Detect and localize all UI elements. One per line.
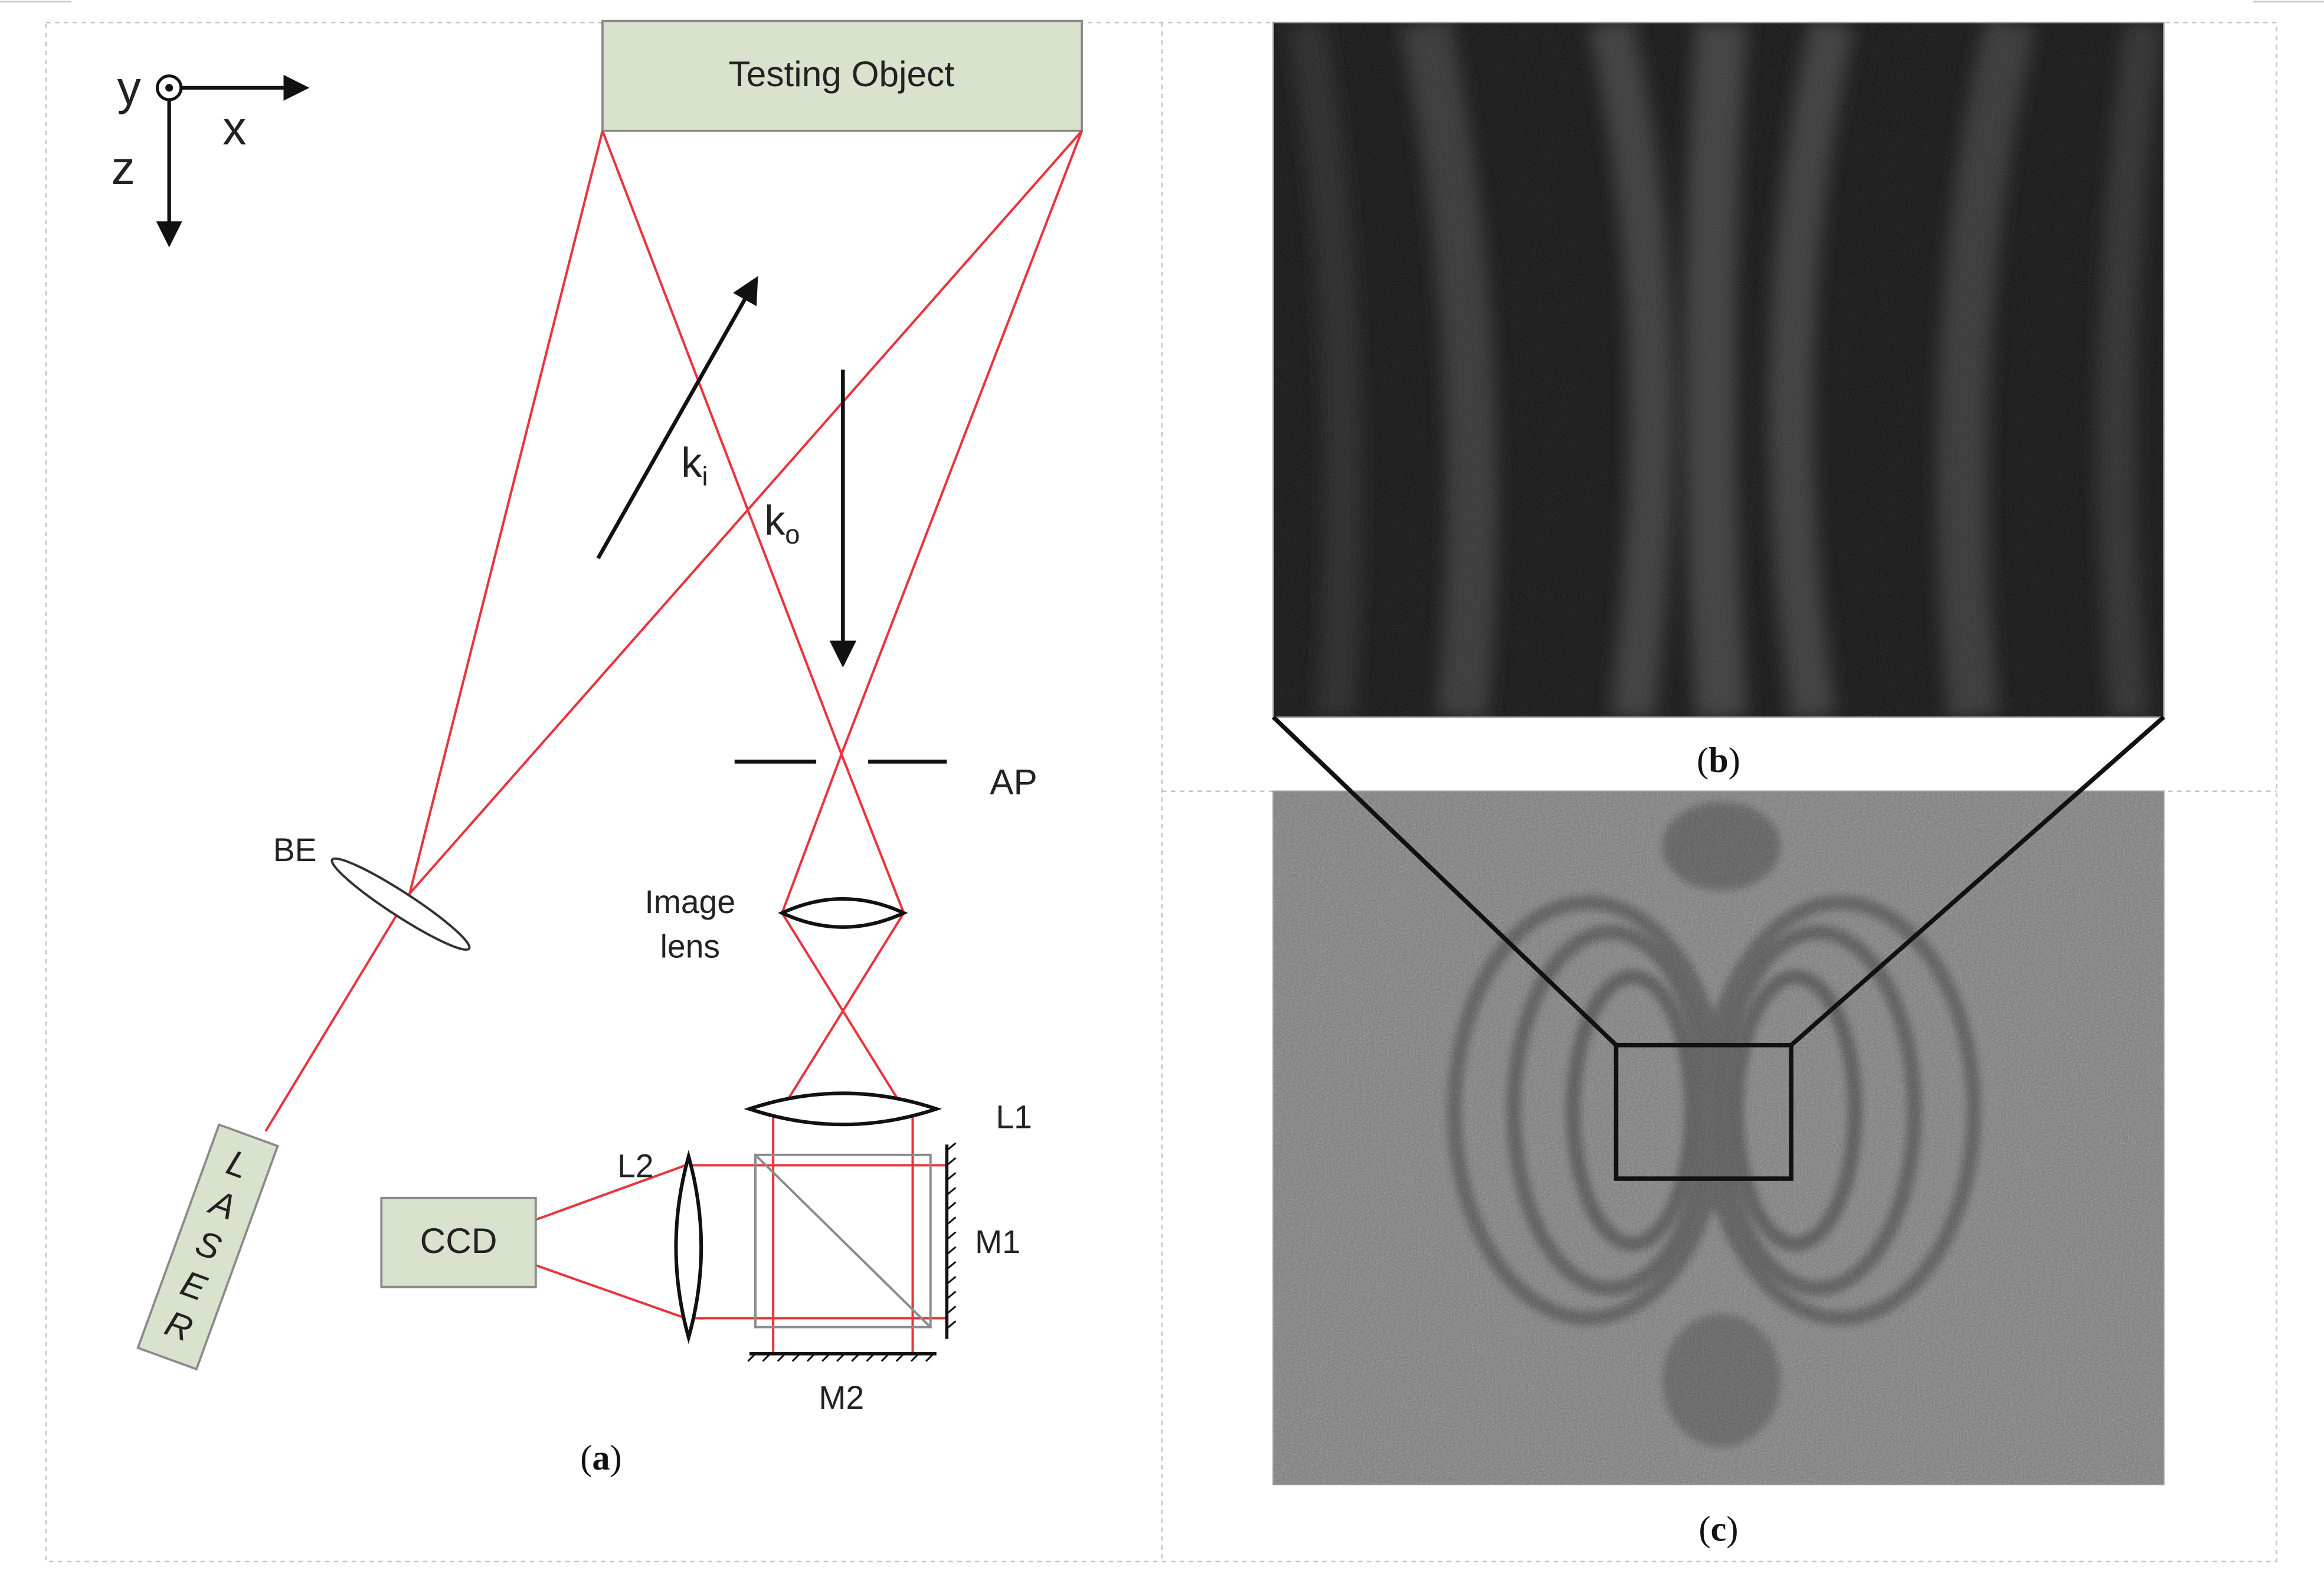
incident-wavevector-arrow xyxy=(596,276,758,560)
laser-beam-paths xyxy=(264,130,1084,1354)
panel-b-zoomed-fringes: (b) xyxy=(1272,21,2165,780)
zoom-region-box xyxy=(1613,1042,1793,1181)
y-axis-label: y xyxy=(117,61,142,114)
mirror-m1-label: M1 xyxy=(975,1223,1020,1260)
beam-expander-lens xyxy=(330,857,471,951)
zoom-line-left xyxy=(1271,715,1618,1047)
caption-a: (a) xyxy=(580,1438,621,1478)
aperture-label: AP xyxy=(990,762,1037,802)
lens-l2 xyxy=(674,1150,703,1344)
zoom-line-right xyxy=(1789,715,2165,1047)
lens-l2-label: L2 xyxy=(617,1148,654,1185)
ki-label: ki xyxy=(681,439,708,492)
z-axis-label: z xyxy=(112,142,135,195)
laser-box xyxy=(136,1123,279,1371)
fringe-image-zoomed xyxy=(1273,22,2164,717)
ko-label: ko xyxy=(764,497,800,549)
beam-splitter-diagonal xyxy=(754,1154,932,1328)
panel-c-speckle-fringes: (c) xyxy=(1272,790,2165,1549)
mirror-m2 xyxy=(747,1352,937,1362)
coordinate-axes: y x z xyxy=(112,61,310,248)
image-lens-label-line2: lens xyxy=(660,928,720,964)
image-lens-label-line1: Image xyxy=(644,884,735,920)
y-axis-dot xyxy=(165,84,174,92)
ccd-camera-label: CCD xyxy=(420,1221,497,1261)
caption-b: (b) xyxy=(1697,741,1740,780)
ccd-camera-box xyxy=(380,1196,537,1288)
lens-l1 xyxy=(744,1091,942,1127)
laser-source: L A S E R xyxy=(136,1123,279,1371)
x-axis-label: x xyxy=(222,102,246,155)
beam-splitter-cube xyxy=(754,1153,932,1329)
mirror-m2-label: M2 xyxy=(819,1379,864,1416)
panel-a-setup: y x z Testing Object ki xyxy=(112,19,1084,1478)
image-lens xyxy=(778,897,908,929)
mirror-m1 xyxy=(945,1142,957,1339)
fringe-image-zoomed-border xyxy=(1272,21,2165,718)
beam-expander-label: BE xyxy=(273,832,317,868)
caption-c: (c) xyxy=(1699,1510,1739,1549)
testing-object-box xyxy=(601,19,1084,132)
zoom-indicator xyxy=(1271,715,2165,1181)
testing-object-label: Testing Object xyxy=(729,54,955,94)
speckle-image-full-border xyxy=(1272,790,2165,1486)
speckle-image-full xyxy=(1273,791,2164,1485)
lens-l1-label: L1 xyxy=(996,1099,1032,1136)
